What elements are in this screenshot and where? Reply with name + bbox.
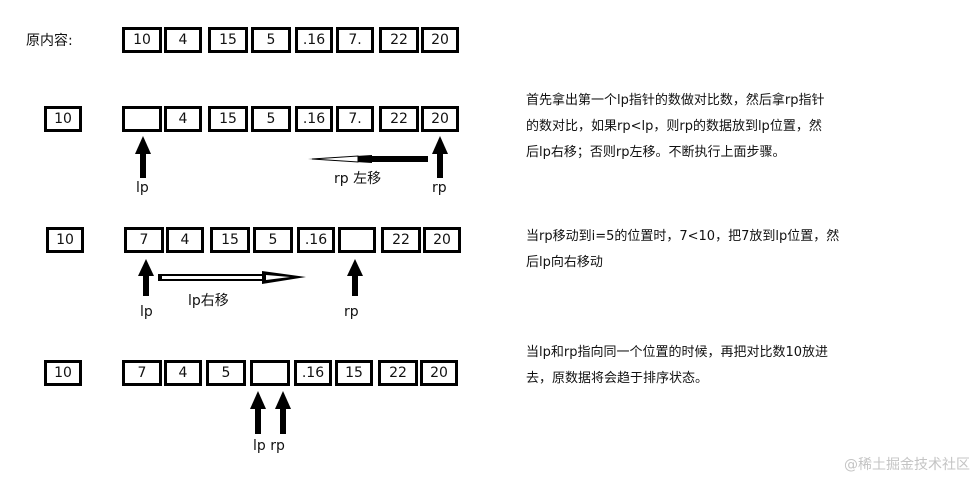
step1-lp-arrow-icon [135, 136, 151, 178]
step3-pivot: 10 [44, 360, 82, 386]
step1-cell-1: 4 [164, 106, 202, 132]
step1-cell-0 [122, 106, 162, 132]
step2-desc-line-0: 当rp移动到i=5的位置时，7<10，把7放到lp位置，然 [526, 229, 840, 244]
step1-pivot: 10 [44, 106, 82, 132]
step1-cell-3: 5 [251, 106, 291, 132]
step1-lp-label: lp [136, 180, 149, 196]
step2-cell-7: 20 [423, 227, 461, 253]
watermark: @稀土掘金技术社区 [844, 457, 970, 473]
step3-lp-arrow-icon [250, 391, 266, 434]
step2-cell-0: 7 [124, 227, 164, 253]
step3-rp-arrow-icon [275, 391, 291, 434]
step1-move-label: rp 左移 [334, 171, 382, 187]
step2-lp-label: lp [140, 304, 153, 320]
step1-rp-arrow-icon [432, 136, 448, 178]
step2-rp-arrow-icon [347, 259, 363, 296]
step3-pointer-label: lp rp [253, 438, 285, 454]
step1-cell-4: .16 [295, 106, 333, 132]
step3-desc-line-0: 当lp和rp指向同一个位置的时候，再把对比数10放进 [526, 345, 829, 360]
step2-move-label: lp右移 [188, 293, 229, 309]
step3-cell-5: 15 [335, 360, 373, 386]
step1-left-arrow-icon [308, 155, 428, 163]
step2-cell-6: 22 [381, 227, 421, 253]
step2-right-arrow-icon [158, 271, 306, 284]
original-cell-1: 4 [164, 27, 202, 53]
original-cell-3: 5 [251, 27, 291, 53]
step1-cell-2: 15 [208, 106, 248, 132]
step2-lp-arrow-icon [138, 259, 154, 296]
step2-desc-line-1: 后lp向右移动 [526, 255, 603, 270]
step3-cell-3 [250, 360, 290, 386]
step1-desc-line-1: 的数对比，如果rp<lp，则rp的数据放到lp位置，然 [526, 119, 822, 134]
step2-cell-2: 15 [210, 227, 250, 253]
step3-cell-2: 5 [206, 360, 246, 386]
step1-desc-line-2: 后lp右移；否则rp左移。不断执行上面步骤。 [526, 145, 786, 160]
step1-cell-6: 22 [379, 106, 419, 132]
original-cell-0: 10 [122, 27, 162, 53]
step2-pivot: 10 [46, 227, 84, 253]
original-cell-5: 7. [336, 27, 374, 53]
step2-cell-4: .16 [297, 227, 335, 253]
original-cell-6: 22 [379, 27, 419, 53]
step2-cell-1: 4 [166, 227, 204, 253]
step1-desc-line-0: 首先拿出第一个lp指针的数做对比数，然后拿rp指针 [526, 93, 825, 108]
step1-cell-5: 7. [336, 106, 374, 132]
step2-cell-3: 5 [253, 227, 293, 253]
step3-cell-1: 4 [164, 360, 202, 386]
step2-cell-5 [338, 227, 376, 253]
step2-rp-label: rp [344, 304, 359, 320]
step1-cell-7: 20 [421, 106, 459, 132]
step3-desc-line-1: 去，原数据将会趋于排序状态。 [526, 371, 709, 386]
original-cell-4: .16 [295, 27, 333, 53]
original-label: 原内容: [26, 33, 73, 49]
step3-cell-7: 20 [420, 360, 458, 386]
original-cell-7: 20 [421, 27, 459, 53]
step3-cell-4: .16 [294, 360, 332, 386]
step3-cell-0: 7 [122, 360, 162, 386]
step3-cell-6: 22 [378, 360, 418, 386]
step1-rp-label: rp [432, 180, 447, 196]
original-cell-2: 15 [208, 27, 248, 53]
